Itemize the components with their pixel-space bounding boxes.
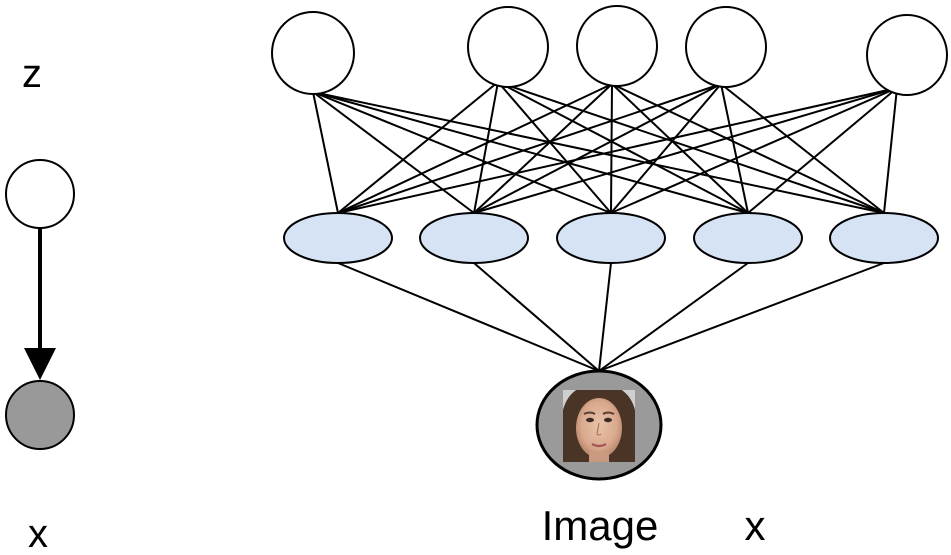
connection-line [497,81,612,214]
connection-line [337,87,898,214]
connection-line [720,83,749,214]
hidden-to-image-connections [337,262,885,372]
hidden-node [419,212,529,264]
observed-node [5,380,75,450]
connection-line [473,262,600,372]
image-label: Image [542,502,659,549]
top-node [271,11,355,95]
graphical-model: z x [5,52,75,555]
connection-line [610,83,722,214]
connection-line [337,262,600,372]
connection-line [497,81,885,214]
connection-line [747,87,898,214]
top-node [467,6,549,88]
top-to-hidden-connections [312,81,898,214]
connection-line [598,262,885,372]
top-node [685,6,767,88]
connection-line [611,83,749,214]
connection-line [610,83,613,214]
connection-line [473,81,499,214]
hidden-layer [283,212,939,264]
top-layer [271,5,948,96]
connection-line [473,83,722,214]
connection-line [312,91,612,214]
connection-line [337,81,499,214]
connection-line [497,81,749,214]
connection-line [312,91,885,214]
connection-line [312,91,339,214]
connection-line [883,87,898,214]
connection-line [473,87,898,214]
top-node [866,14,948,96]
latent-label: z [22,52,42,96]
connection-line [312,91,475,214]
hidden-node [283,212,393,264]
connection-line [598,262,612,372]
face-photo-icon [563,390,635,462]
connection-line [473,83,613,214]
connection-line [720,83,885,214]
connection-line [598,262,749,372]
hidden-node [556,212,666,264]
hidden-node [829,212,939,264]
top-node [576,5,658,87]
connection-line [337,83,722,214]
connection-line [312,91,749,214]
connection-line [337,83,613,214]
image-variable-label: x [745,502,766,549]
latent-node [5,159,75,229]
image-node [535,369,663,481]
connection-line [610,87,898,214]
hidden-node [693,212,803,264]
observed-label: x [28,512,48,555]
